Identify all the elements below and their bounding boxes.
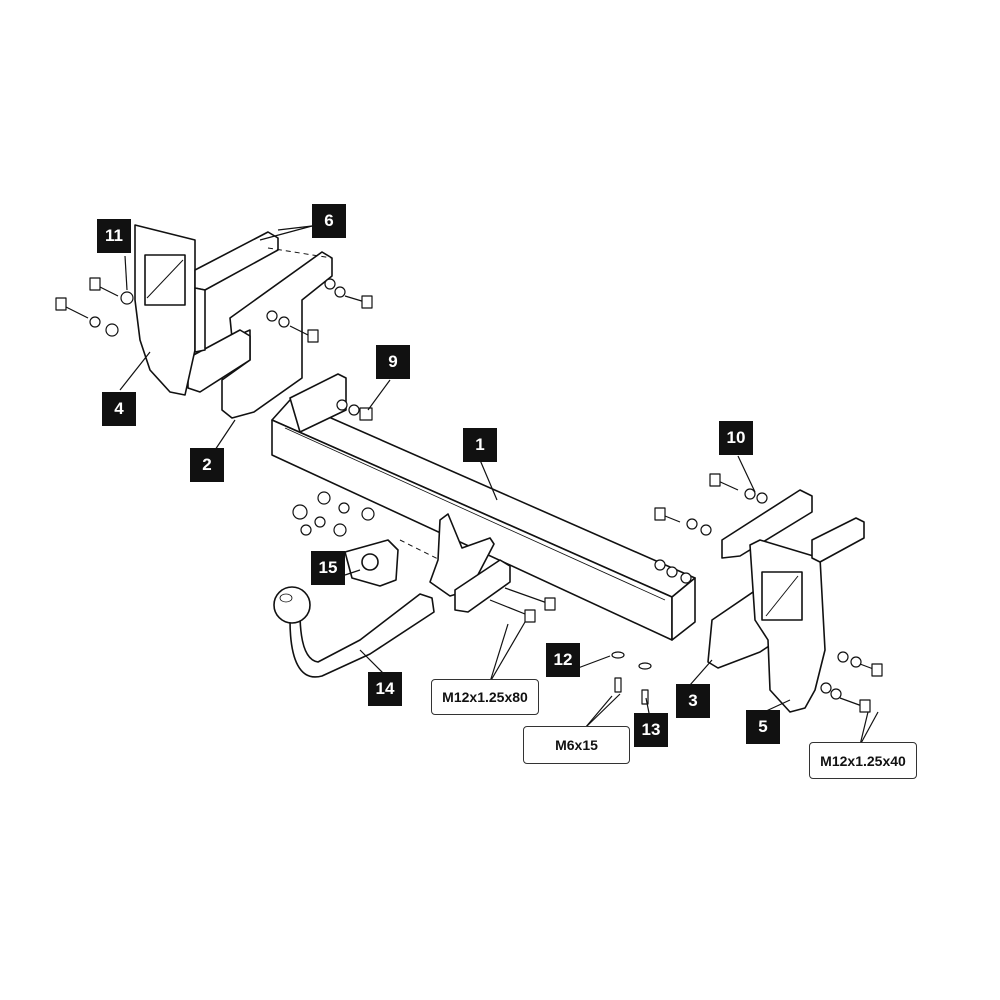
- left-beam-flange: [289, 373, 347, 433]
- towball-neck: [273, 586, 435, 678]
- leader-lines: [119, 225, 879, 746]
- left-rear-bracket: [134, 224, 196, 396]
- right-side-arm: [811, 517, 865, 563]
- callout-part-15: 15: [311, 551, 345, 585]
- bolt-set-right: [654, 473, 883, 713]
- bolt-set-left-upper: [266, 278, 373, 343]
- callout-part-3: 3: [676, 684, 710, 718]
- right-rear-bracket: [749, 539, 826, 713]
- socket-plate: [344, 539, 399, 587]
- callout-part-4: 4: [102, 392, 136, 426]
- callout-part-2: 2: [190, 448, 224, 482]
- spec-label-m6x15: M6x15: [523, 726, 630, 764]
- bolt-set-left: [55, 277, 134, 337]
- callout-part-1: 1: [463, 428, 497, 462]
- spec-label-m12x40: M12x1.25x40: [809, 742, 917, 779]
- bolt-set-hitch: [292, 491, 556, 623]
- callout-part-13: 13: [634, 713, 668, 747]
- bolt-set-12-13: [611, 651, 652, 705]
- right-bracket-upper: [721, 489, 813, 559]
- spec-label-m12x80: M12x1.25x80: [431, 679, 539, 715]
- hitch-mount-plates: [399, 513, 511, 613]
- left-top-angle: [194, 231, 333, 353]
- callout-part-12: 12: [546, 643, 580, 677]
- main-crossbar: [271, 399, 696, 641]
- callout-part-10: 10: [719, 421, 753, 455]
- left-bracket-side: [187, 329, 251, 393]
- callout-part-14: 14: [368, 672, 402, 706]
- callout-part-5: 5: [746, 710, 780, 744]
- callout-part-11: 11: [97, 219, 131, 253]
- callout-part-6: 6: [312, 204, 346, 238]
- callout-part-9: 9: [376, 345, 410, 379]
- bolt-set-9: [336, 399, 373, 421]
